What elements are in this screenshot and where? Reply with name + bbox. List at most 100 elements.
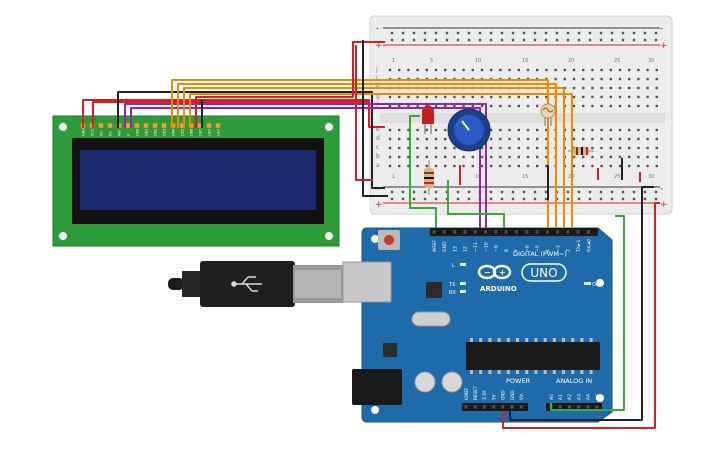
digital-header-pin[interactable] — [545, 230, 549, 234]
breadboard-hole — [388, 137, 392, 141]
power-header-pin[interactable] — [464, 405, 468, 409]
lcd-pin-label: E — [127, 134, 131, 136]
digital-header-pin[interactable] — [525, 230, 529, 234]
digital-header-pin[interactable] — [432, 230, 436, 234]
power-jack — [352, 369, 402, 405]
breadboard-hole — [655, 164, 658, 168]
breadboard-hole — [499, 155, 502, 159]
rail-hole — [577, 31, 581, 35]
rail-hole — [500, 38, 504, 42]
digital-header-pin[interactable] — [494, 230, 498, 234]
digital-header-pin[interactable] — [535, 230, 539, 234]
digital-header-pin[interactable] — [453, 230, 457, 234]
breadboard-hole — [600, 77, 603, 81]
power-pin-label: GND — [501, 390, 506, 400]
col-num-top-5: 5 — [430, 58, 433, 64]
rail-hole — [566, 31, 570, 35]
rail-hole — [478, 38, 482, 42]
breadboard-hole — [434, 164, 438, 168]
breadboard-hole — [628, 137, 631, 141]
mcu-leg — [552, 370, 556, 374]
rail-hole — [412, 190, 416, 194]
analog-header-pin[interactable] — [558, 405, 562, 409]
breadboard-hole — [582, 95, 585, 99]
breadboard-hole — [582, 104, 585, 108]
breadboard-hole — [490, 68, 493, 72]
analog-header-pin[interactable] — [595, 405, 599, 409]
breadboard-hole — [628, 164, 631, 168]
power-header-pin[interactable] — [510, 405, 514, 409]
digital-header-pin[interactable] — [514, 230, 518, 234]
mcu-leg — [516, 370, 519, 374]
led-icon — [422, 105, 434, 134]
digital-header-pin[interactable] — [587, 230, 590, 234]
breadboard-hole — [444, 95, 447, 99]
breadboard-hole — [591, 104, 594, 108]
digital-header-pin[interactable] — [576, 230, 580, 234]
breadboard-hole — [572, 164, 576, 168]
power-header-pin[interactable] — [482, 405, 486, 409]
breadboard-hole — [526, 155, 530, 159]
digital-header-pin[interactable] — [442, 230, 446, 234]
analog-header-pin[interactable] — [567, 405, 571, 409]
power-header-pin[interactable] — [473, 405, 477, 409]
power-header-pin[interactable] — [519, 405, 523, 409]
wire-lcd-db6 — [183, 87, 565, 228]
breadboard-hole — [508, 164, 511, 168]
power-header-pin[interactable] — [501, 405, 505, 409]
breadboard-hole — [618, 155, 622, 159]
breadboard-hole — [637, 164, 640, 168]
breadboard-hole — [609, 137, 612, 141]
rail-hole — [643, 190, 647, 194]
wire-lcd-rs — [124, 103, 487, 228]
rail-hole — [401, 197, 405, 201]
breadboard-hole — [398, 146, 401, 150]
reset-button-cap[interactable] — [384, 235, 394, 245]
digital-header-pin[interactable] — [504, 230, 508, 234]
mcu-leg — [525, 338, 529, 342]
analog-header-pin[interactable] — [577, 405, 581, 409]
rail-hole — [511, 197, 515, 201]
arduino-logo: − + UNO ARDUINO — [477, 263, 567, 293]
row-letter-g: g — [376, 93, 380, 100]
col-num-top-1: 1 — [392, 58, 395, 64]
lcd-pin-label: V0 — [100, 131, 104, 136]
rail-hole — [643, 38, 647, 42]
usb-cable-icon — [168, 261, 343, 307]
rail-hole — [632, 38, 636, 42]
rail-hole — [588, 190, 592, 194]
digital-header-pin[interactable] — [463, 230, 467, 234]
rail-hole — [390, 197, 394, 201]
rail-hole — [566, 197, 570, 201]
led-body — [422, 105, 434, 124]
breadboard-hole — [407, 95, 410, 99]
breadboard-hole — [398, 104, 401, 108]
breadboard-hole — [554, 77, 557, 81]
rail-plus-label-tl: + — [375, 41, 383, 51]
digital-header-pin[interactable] — [566, 230, 570, 234]
breadboard-hole — [609, 86, 612, 90]
rail-hole — [456, 38, 460, 42]
breadboard-hole — [609, 104, 612, 108]
digital-header-pin[interactable] — [473, 230, 477, 234]
rail-hole — [533, 31, 537, 35]
digital-pin-label: ~9 — [494, 245, 500, 252]
arduino-brand-text: ARDUINO — [480, 285, 517, 293]
analog-header-pin[interactable] — [586, 405, 590, 409]
breadboard-hole — [591, 68, 594, 72]
breadboard-hole — [480, 155, 484, 159]
power-header-pin[interactable] — [492, 405, 496, 409]
rail-hole — [544, 190, 548, 194]
breadboard-hole — [655, 137, 658, 141]
breadboard-hole — [655, 155, 658, 159]
row-letter-i: i — [376, 75, 378, 82]
digital-header-pin[interactable] — [556, 230, 560, 234]
breadboard-hole — [536, 155, 539, 159]
digital-header-pin[interactable] — [484, 230, 487, 234]
breadboard-hole — [434, 128, 438, 132]
rail-hole — [489, 38, 493, 42]
board-mount-hole — [596, 394, 604, 402]
lcd-mount-hole — [325, 123, 333, 131]
rail-hole — [401, 31, 405, 35]
